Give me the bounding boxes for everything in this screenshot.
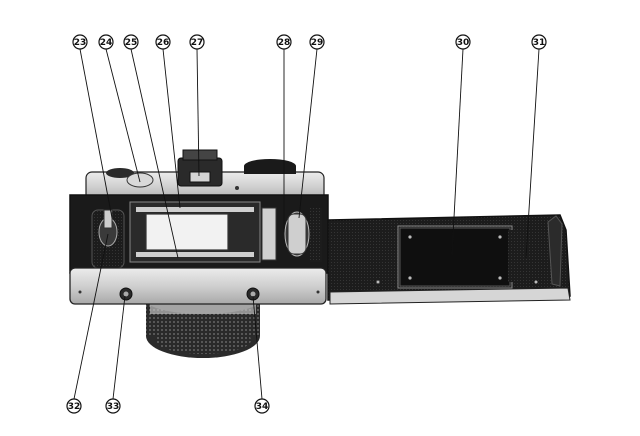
callout-26: 26 bbox=[155, 34, 171, 50]
back-door bbox=[327, 214, 571, 305]
callout-label: 26 bbox=[157, 38, 170, 48]
callout-label: 32 bbox=[68, 402, 81, 412]
callout-25: 25 bbox=[123, 34, 139, 50]
callout-23: 23 bbox=[72, 34, 88, 50]
callout-27: 27 bbox=[189, 34, 205, 50]
callout-34: 34 bbox=[254, 398, 270, 414]
callout-28: 28 bbox=[276, 34, 292, 50]
callout-32: 32 bbox=[66, 398, 82, 414]
callout-label: 25 bbox=[125, 38, 138, 48]
callout-label: 28 bbox=[278, 38, 291, 48]
callout-33: 33 bbox=[105, 398, 121, 414]
callout-label: 27 bbox=[191, 38, 204, 48]
callout-label: 29 bbox=[311, 38, 324, 48]
callout-29: 29 bbox=[309, 34, 325, 50]
callout-30: 30 bbox=[455, 34, 471, 50]
callout-label: 23 bbox=[74, 38, 87, 48]
callout-31: 31 bbox=[531, 34, 547, 50]
callout-label: 24 bbox=[100, 38, 113, 48]
callout-label: 30 bbox=[457, 38, 470, 48]
callout-label: 31 bbox=[533, 38, 546, 48]
camera-body bbox=[69, 194, 329, 274]
callout-label: 33 bbox=[107, 402, 120, 412]
callout-label: 34 bbox=[256, 402, 269, 412]
bottom-plate bbox=[69, 267, 327, 305]
leader-lines bbox=[73, 48, 540, 400]
top-plate bbox=[85, 149, 325, 203]
callout-24: 24 bbox=[98, 34, 114, 50]
